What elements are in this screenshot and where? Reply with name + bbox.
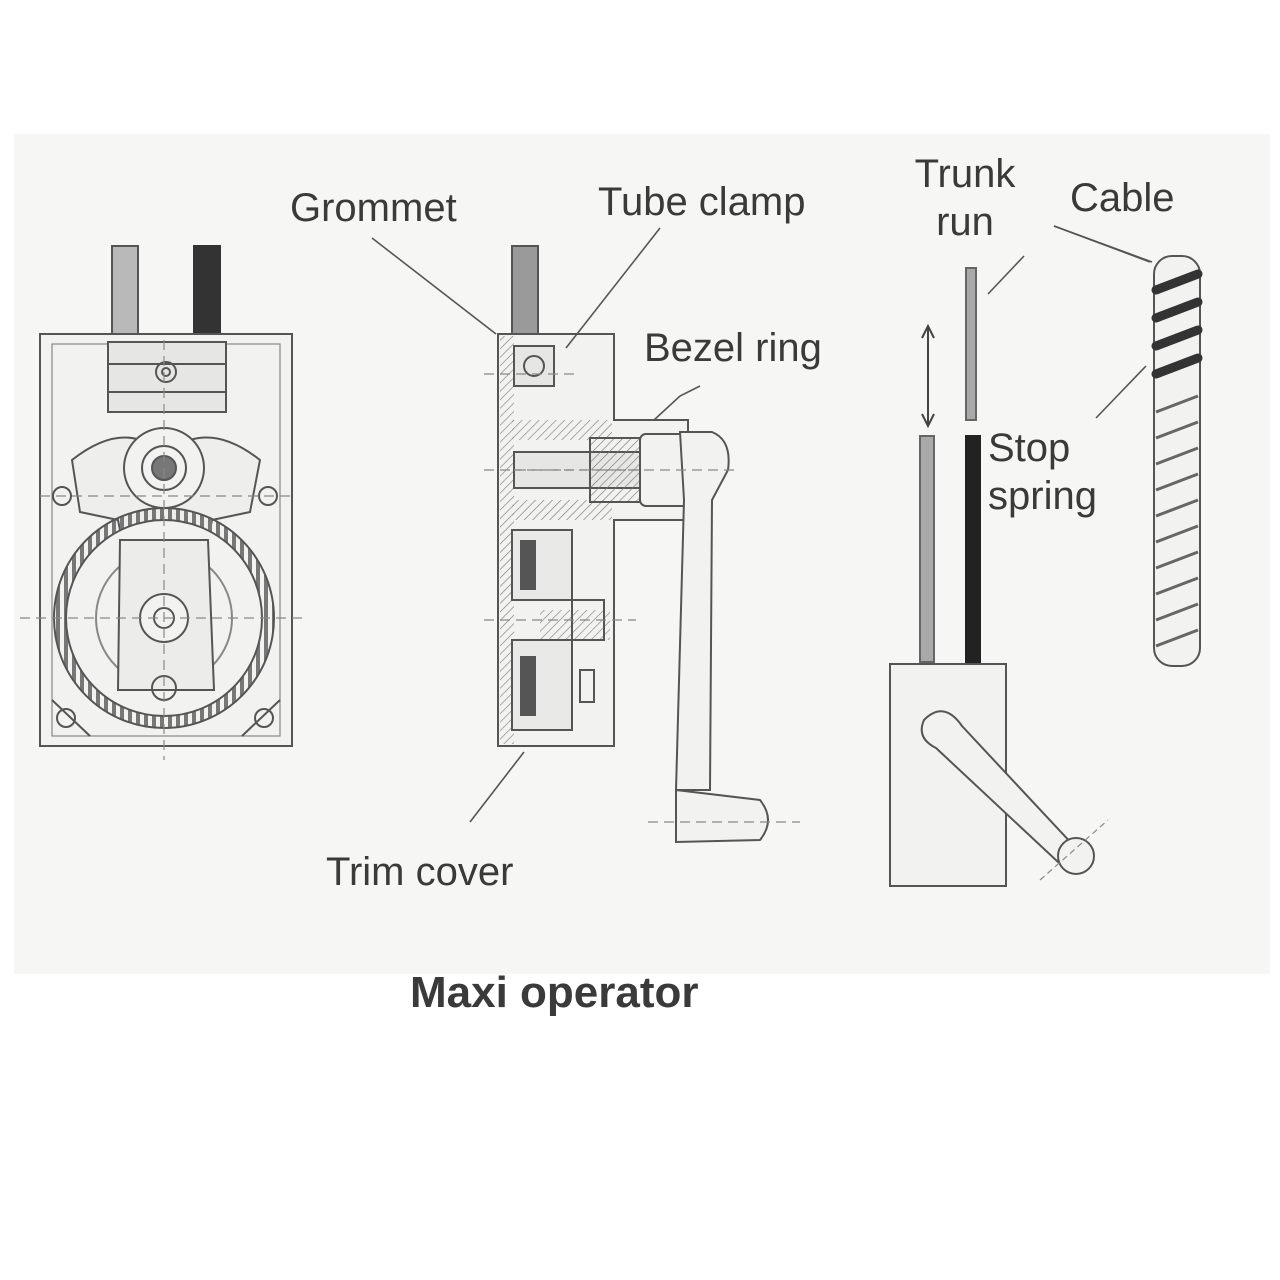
tube-grey [919,435,935,663]
front-tube-right [193,245,221,337]
label-stop-spring: Stop spring [988,424,1097,520]
label-trunk-run-line1: Trunk [914,152,1016,196]
section-tube [511,245,539,337]
front-view [20,245,304,760]
cable-spring [1151,255,1203,667]
label-trim-cover: Trim cover [326,850,514,894]
diagram-title: Maxi operator [410,968,699,1017]
label-stop-spring-line2: spring [988,474,1097,518]
label-stop-spring-line1: Stop [988,426,1071,470]
section-crank-handle [674,431,730,791]
leader-lines [371,225,1153,823]
label-trunk-run: Trunk run [900,150,1030,246]
label-cable: Cable [1070,176,1175,220]
section-knob [675,788,769,844]
label-trunk-run-line2: run [936,200,994,244]
section-view [484,245,800,844]
trunk-run-rod [965,267,977,421]
schematic-view [889,255,1203,887]
tube-black [965,435,981,663]
label-grommet: Grommet [290,186,457,230]
label-tube-clamp: Tube clamp [598,180,806,224]
label-bezel-ring: Bezel ring [644,326,822,370]
front-tube-left [111,245,139,337]
